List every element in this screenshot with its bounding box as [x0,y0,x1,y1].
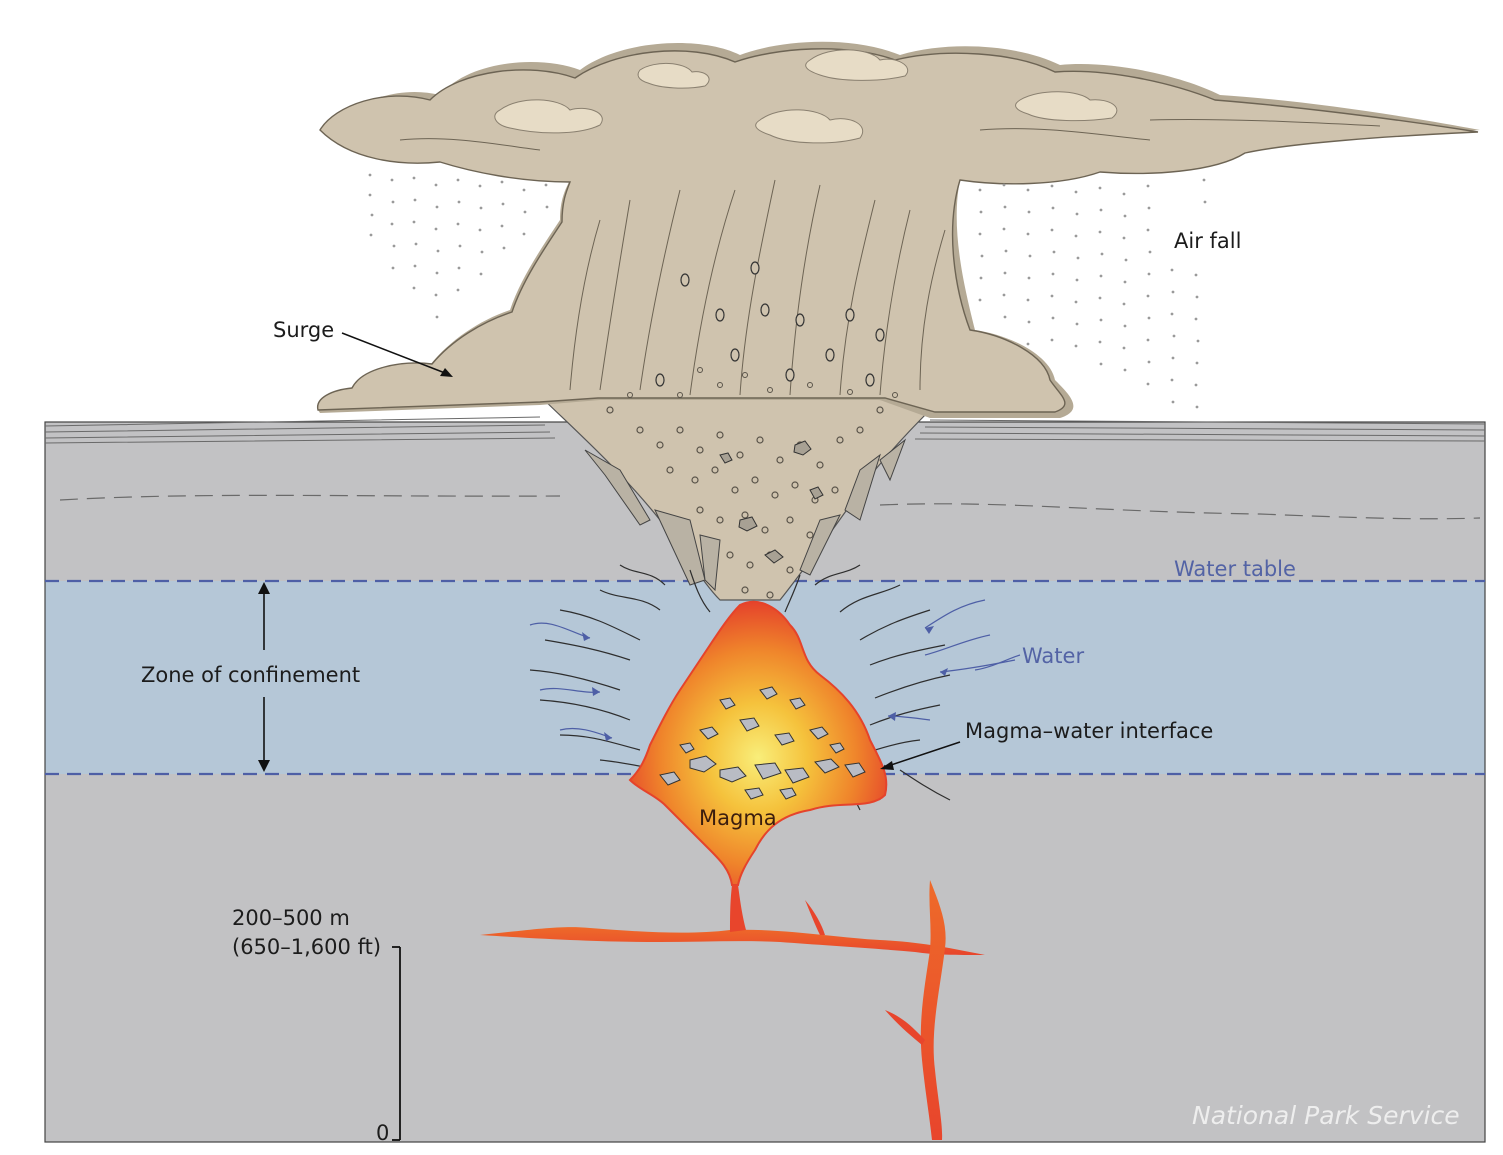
scale-bar [392,946,401,1141]
magma-dike-vertical [920,880,946,1140]
surge-leader [341,332,453,377]
cloud-flow-lines [399,118,1381,396]
surface-strata [44,416,1486,444]
magma-feeder [730,885,746,932]
cloud-highlights [494,49,1118,144]
magma-body [628,600,888,886]
confinement-arrow [258,582,270,772]
column-pellets [627,367,898,398]
magma-water-interface-label: Magma–water interface [965,719,1214,743]
rock-stratum-dashed [59,494,1481,520]
magma-rubble [659,686,866,800]
scale-bottom-label: 0 [376,1121,390,1145]
scale-top-imperial: (650–1,600 ft) [232,935,382,959]
water-table-label: Water table [1174,557,1296,581]
air-fall-dots-left [368,173,549,319]
magma-dike-horizontal [480,927,985,955]
water-label: Water [1022,644,1085,668]
interface-leader [880,741,961,770]
surge-label: Surge [273,318,335,342]
air-fall-dots-right [978,178,1207,409]
zone-of-confinement-label: Zone of confinement [141,663,361,687]
scale-top-metric: 200–500 m [232,906,350,930]
vent-blocks [719,440,824,564]
water-leader [974,654,1021,671]
magma-label: Magma [699,806,777,830]
vent-wall-blocks [584,438,907,592]
eruption-cloud [317,48,1479,413]
column-ejecta [655,261,885,387]
magma-dike-branch [805,900,925,1045]
water-flow-arrows [582,626,948,741]
credit-text: National Park Service [1192,1101,1460,1130]
air-fall-label: Air fall [1174,229,1242,253]
